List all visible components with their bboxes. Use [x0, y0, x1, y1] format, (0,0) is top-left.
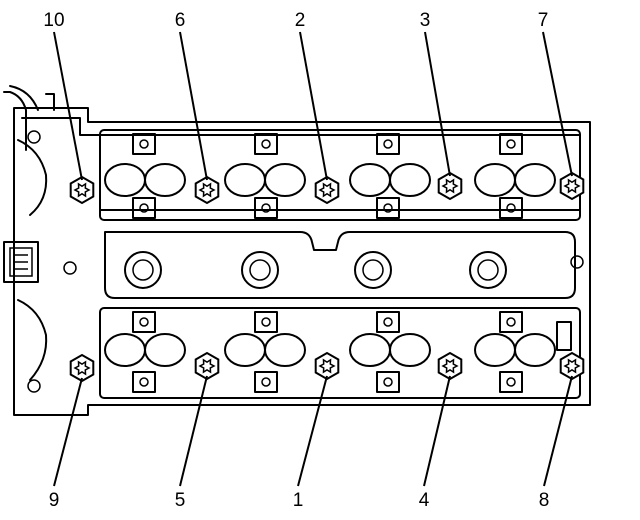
left-bracket — [3, 85, 55, 381]
dowel-hole-bottom-left — [27, 379, 41, 393]
bolt-6 — [194, 175, 220, 205]
callout-bolt-9: 9 — [49, 490, 60, 511]
leader-line-bolt-6 — [179, 31, 208, 181]
leader-line-bolt-1 — [297, 375, 328, 487]
spark-plug-tube-3 — [354, 251, 392, 289]
leader-line-bolt-2 — [299, 31, 328, 181]
bolt-10 — [69, 175, 95, 205]
spark-plug-tube-1 — [124, 251, 162, 289]
leader-line-bolt-7 — [542, 31, 573, 177]
dowel-hole-center-left — [63, 261, 77, 275]
callout-bolt-2: 2 — [295, 10, 306, 31]
leader-line-bolt-10 — [53, 31, 83, 181]
bolt-1 — [314, 351, 340, 381]
leader-line-bolt-9 — [53, 377, 83, 487]
callout-bolt-3: 3 — [420, 10, 431, 31]
leader-line-bolt-3 — [424, 31, 451, 177]
callout-bolt-5: 5 — [175, 490, 186, 511]
spark-plug-tube-2 — [241, 251, 279, 289]
callout-bolt-10: 10 — [43, 10, 64, 31]
dowel-hole-right — [570, 255, 584, 269]
center-gallery — [104, 231, 576, 299]
leader-line-bolt-5 — [179, 375, 208, 487]
leader-line-bolt-4 — [423, 375, 451, 487]
bolt-7 — [559, 171, 585, 201]
callout-bolt-8: 8 — [539, 490, 550, 511]
lower-cam-row — [99, 307, 581, 399]
dowel-hole-top-left — [27, 130, 41, 144]
callout-bolt-1: 1 — [293, 490, 304, 511]
housing-outline — [13, 107, 591, 416]
bolt-3 — [437, 171, 463, 201]
bolt-2 — [314, 175, 340, 205]
callout-bolt-4: 4 — [419, 490, 430, 511]
bolt-5 — [194, 351, 220, 381]
bolt-4 — [437, 351, 463, 381]
bolt-8 — [559, 351, 585, 381]
spark-plug-tube-4 — [469, 251, 507, 289]
callout-bolt-6: 6 — [175, 10, 186, 31]
callout-leader-lines — [53, 31, 573, 487]
electrical-connector — [3, 241, 39, 283]
bolt-9 — [69, 353, 95, 383]
leader-line-bolt-8 — [543, 375, 573, 487]
callout-bolt-7: 7 — [538, 10, 549, 31]
upper-cam-row — [99, 129, 581, 221]
